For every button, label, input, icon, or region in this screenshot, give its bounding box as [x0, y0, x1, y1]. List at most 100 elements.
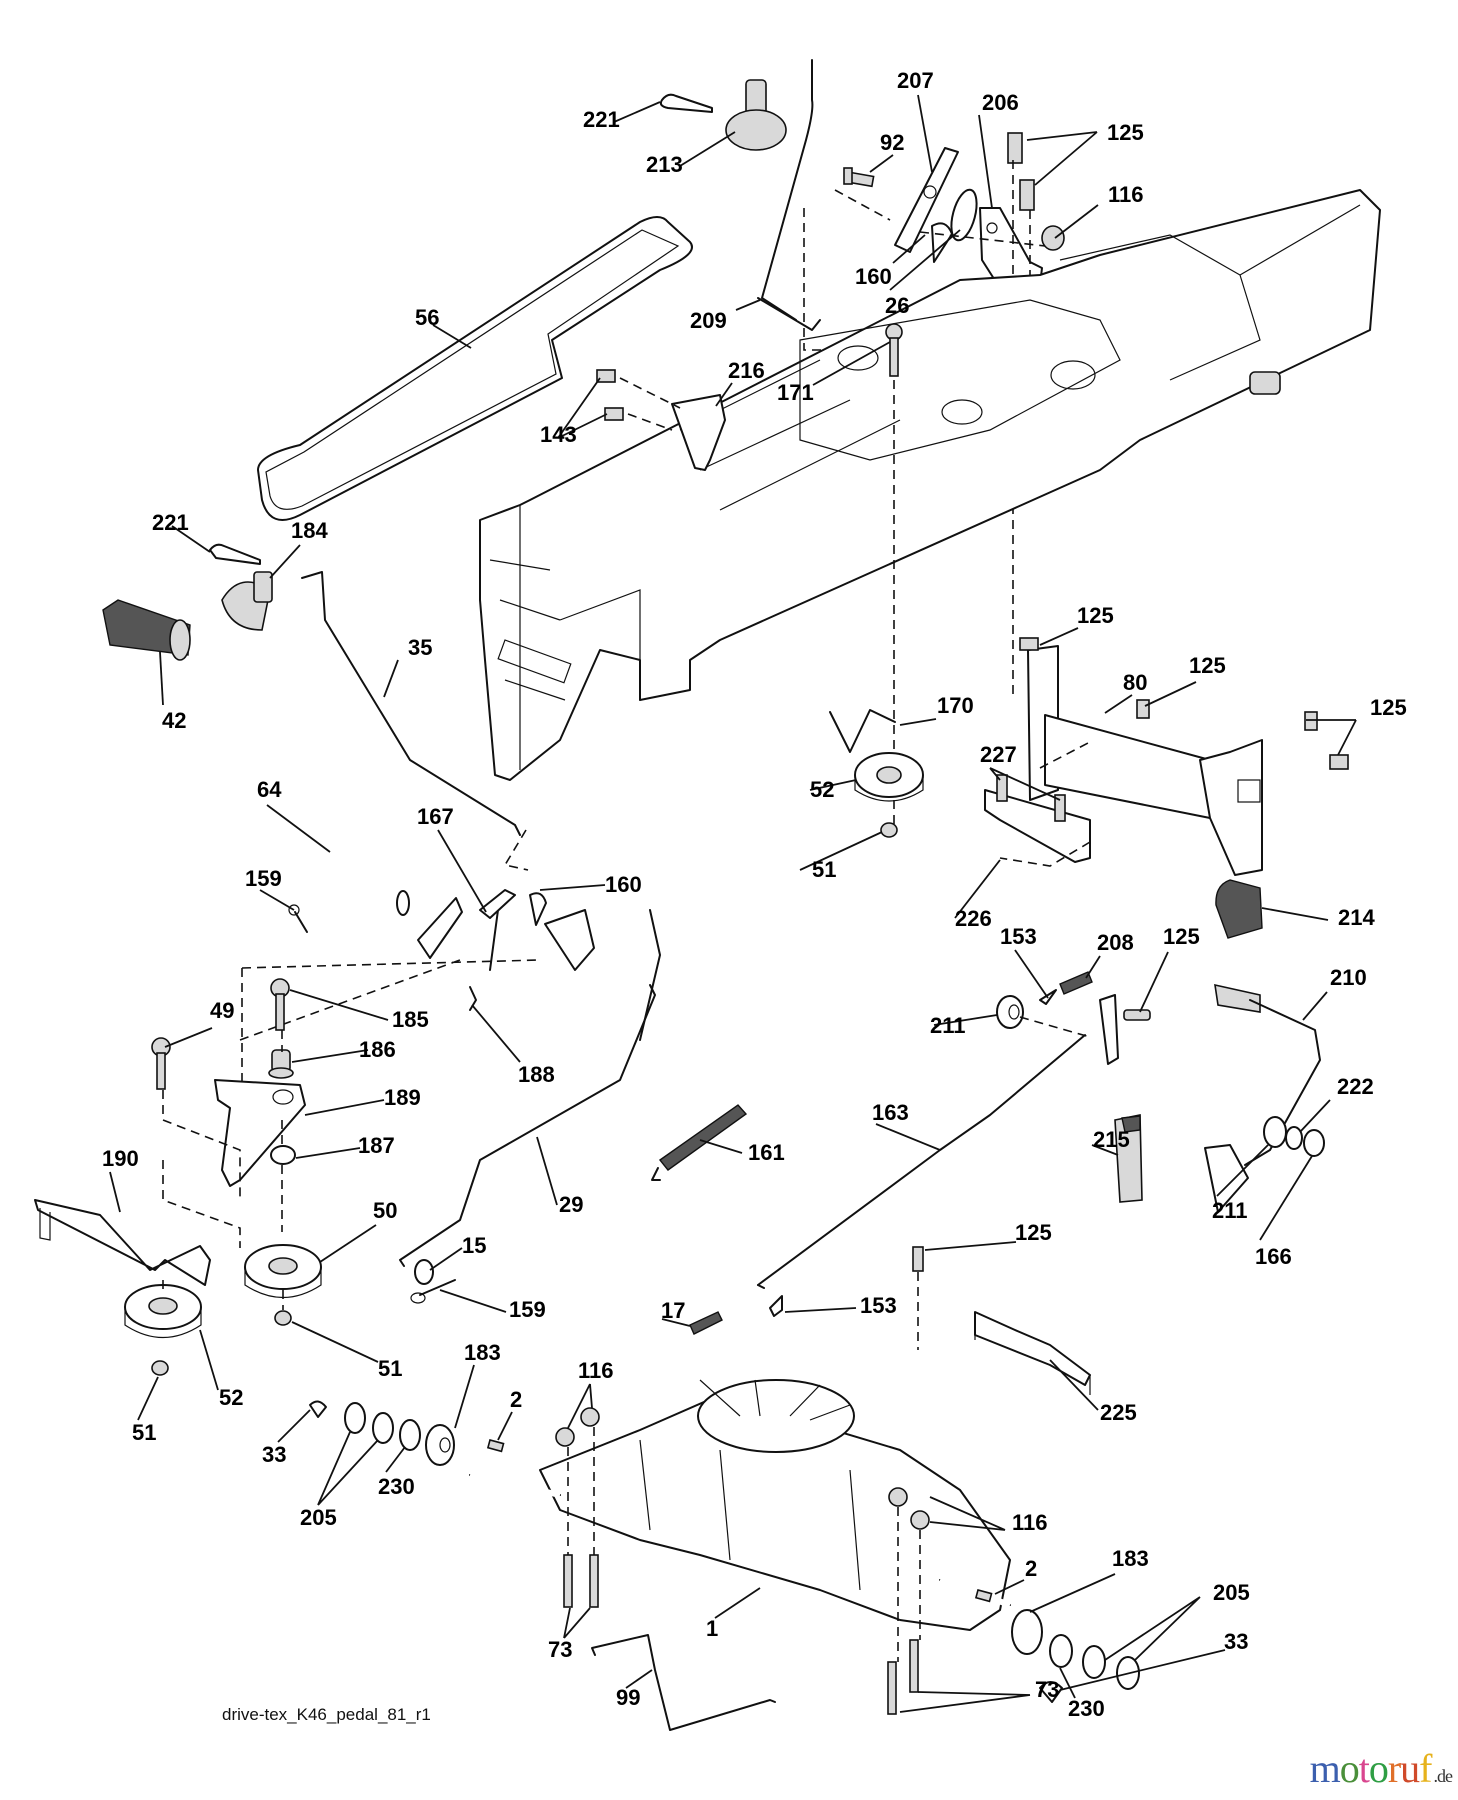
part-callout-51: 51: [812, 857, 836, 882]
nut-51-left: [151, 1360, 169, 1376]
part-callout-208: 208: [1097, 930, 1134, 955]
drive-belt: [257, 216, 693, 521]
part-callout-189: 189: [384, 1085, 421, 1110]
bushing-211-left: [996, 995, 1024, 1029]
part-callout-187: 187: [358, 1133, 395, 1158]
washer-15: [414, 1259, 434, 1285]
part-callout-171: 171: [777, 380, 814, 405]
part-callout-230: 230: [378, 1474, 415, 1499]
washer-187: [270, 1145, 296, 1165]
shift-lever-209: [757, 59, 821, 331]
part-callout-1: 1: [706, 1616, 718, 1641]
part-callout-56: 56: [415, 305, 439, 330]
cover-215: [1114, 1114, 1143, 1203]
part-callout-92: 92: [880, 130, 904, 155]
part-callout-159: 159: [509, 1297, 546, 1322]
rod-99: [591, 1634, 776, 1731]
part-callout-125: 125: [1077, 603, 1114, 628]
rod-29: [399, 984, 656, 1267]
dash-line: [1019, 1016, 1091, 1038]
part-callout-188: 188: [518, 1062, 555, 1087]
dash-line: [619, 377, 681, 431]
bushing-211-right: [1263, 1116, 1287, 1148]
diagram-caption: drive-tex_K46_pedal_81_r1: [222, 1705, 431, 1724]
leader-lines: [109, 94, 1357, 1713]
cotter-160-mid: [529, 892, 547, 926]
part-callout-184: 184: [291, 518, 328, 543]
part-callout-125: 125: [1189, 653, 1226, 678]
bolt-49: [151, 1037, 171, 1090]
pulley-50: [244, 1244, 322, 1299]
part-callout-50: 50: [373, 1198, 397, 1223]
clip-153-top: [1039, 989, 1057, 1005]
bracket-216: [671, 394, 726, 471]
part-callout-222: 222: [1337, 1074, 1374, 1099]
ring-26: [950, 188, 978, 242]
bracket-225: [974, 1311, 1091, 1395]
part-callout-226: 226: [955, 906, 992, 931]
part-callout-125: 125: [1163, 924, 1200, 949]
washer-230-right: [1049, 1634, 1073, 1668]
pulley-52-left: [124, 1284, 202, 1339]
watermark-logo: motoruf.de: [1309, 1745, 1453, 1792]
knob-184: [221, 571, 273, 631]
bolts-125-top: [1007, 132, 1035, 211]
bolts-143: [596, 369, 624, 421]
bolt-125-bottom: [912, 1246, 924, 1272]
part-callout-216: 216: [728, 358, 765, 383]
part-callout-160: 160: [605, 872, 642, 897]
part-callout-163: 163: [872, 1100, 909, 1125]
part-callout-185: 185: [392, 1007, 429, 1032]
part-callout-99: 99: [616, 1685, 640, 1710]
clip-221-top: [659, 93, 713, 113]
bolt-171: [885, 323, 903, 377]
part-callout-153: 153: [860, 1293, 897, 1318]
nut-51-right: [880, 822, 898, 838]
washer-222: [1285, 1126, 1303, 1150]
bushing-186: [268, 1049, 294, 1079]
bolts-227: [996, 774, 1066, 822]
nut-51-mid: [274, 1310, 292, 1326]
part-callout-183: 183: [1112, 1546, 1149, 1571]
part-callout-116: 116: [1012, 1510, 1048, 1535]
rod-163: [757, 1034, 1086, 1289]
part-callout-42: 42: [162, 708, 186, 733]
logo-letter: f: [1419, 1746, 1432, 1791]
part-callout-52: 52: [219, 1385, 243, 1410]
part-callout-51: 51: [132, 1420, 156, 1445]
part-callout-116: 116: [578, 1358, 614, 1383]
part-callout-80: 80: [1123, 670, 1147, 695]
part-callout-143: 143: [540, 422, 577, 447]
dash-line: [999, 741, 1091, 867]
spring-208: [1059, 971, 1093, 995]
part-callout-205: 205: [300, 1505, 337, 1530]
clip-33-left: [309, 1400, 327, 1418]
logo-letter: o: [1339, 1746, 1360, 1791]
part-callout-125: 125: [1370, 695, 1407, 720]
pivot-pin-125: [1123, 1009, 1151, 1021]
dash-line: [162, 1280, 284, 1310]
bolts-73-left: [563, 1554, 599, 1608]
part-callout-52: 52: [810, 777, 834, 802]
spring-17: [689, 1311, 723, 1335]
bolt-92: [843, 167, 875, 188]
clip-221-left: [209, 543, 261, 565]
part-callout-17: 17: [661, 1298, 685, 1323]
part-callout-33: 33: [1224, 1629, 1248, 1654]
bracket-206: [979, 207, 1043, 286]
ring-166: [1303, 1129, 1325, 1157]
part-callout-159: 159: [245, 866, 282, 891]
part-callout-160: 160: [855, 264, 892, 289]
lever-207: [894, 147, 959, 253]
grip-42: [102, 599, 191, 661]
logo-letter: m: [1309, 1746, 1341, 1791]
logo-letter: u: [1400, 1746, 1420, 1791]
clip-33-right: [1039, 1681, 1063, 1703]
part-callout-213: 213: [646, 152, 683, 177]
pin-167: [479, 889, 516, 919]
part-callout-186: 186: [359, 1037, 396, 1062]
dash-line: [567, 1427, 921, 1662]
part-callout-211: 211: [1212, 1198, 1248, 1223]
